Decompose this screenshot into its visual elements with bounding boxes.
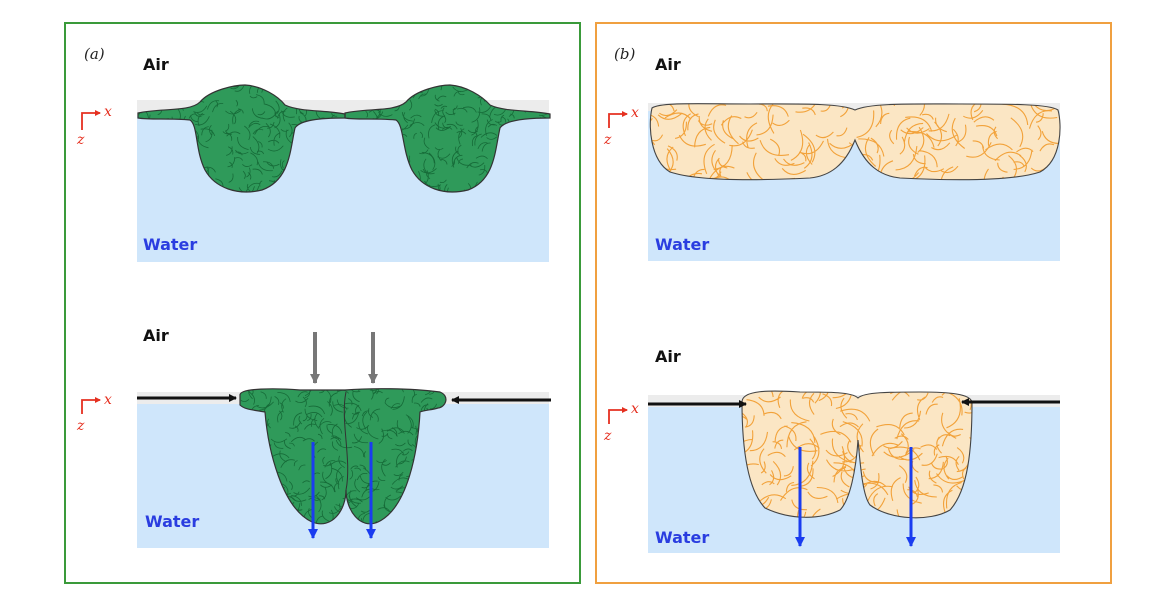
panel-b-letter: (b) — [614, 45, 636, 63]
axis-glyphs — [81, 110, 628, 424]
panel-a-top-clump-1-outline — [137, 84, 346, 193]
panel-b-top-axis-z: z — [604, 132, 612, 148]
panel-a-frame — [64, 22, 581, 584]
panel-b-bottom-axis-x: x — [631, 401, 639, 417]
panel-a-bottom-clump-seam — [343, 391, 349, 491]
panel-a-bottom-water-label: Water — [145, 512, 200, 531]
panel-b-bottom-water-label: Water — [655, 528, 710, 547]
panel-b-top-air-band — [648, 103, 1060, 111]
panel-b-top-air-label: Air — [655, 55, 681, 74]
panel-a-bottom-axis-z: z — [77, 418, 85, 434]
panel-a-letter: (a) — [84, 45, 105, 63]
panel-b-bottom-axis-z: z — [604, 428, 612, 444]
panel-b-top-clumps-outline — [649, 103, 1061, 181]
panel-a-bottom-axis-x: x — [104, 392, 112, 408]
panel-b-frame — [595, 22, 1112, 584]
panel-b-bottom-air-label: Air — [655, 347, 681, 366]
panel-a-top-air-label: Air — [143, 55, 169, 74]
panel-a-bottom-merged-clump-outline — [239, 388, 447, 525]
panel-a-top-axis-z: z — [77, 132, 85, 148]
panel-a-top-water-label: Water — [143, 235, 198, 254]
panel-b-top-water-label: Water — [655, 235, 710, 254]
panel-a-bottom-air-label: Air — [143, 326, 169, 345]
panel-b-top-axis-x: x — [631, 105, 639, 121]
panel-a-top-clump-2-outline — [344, 84, 551, 193]
panel-a-top-axis-x: x — [104, 104, 112, 120]
panel-b-bottom-clumps-outline — [741, 390, 973, 519]
